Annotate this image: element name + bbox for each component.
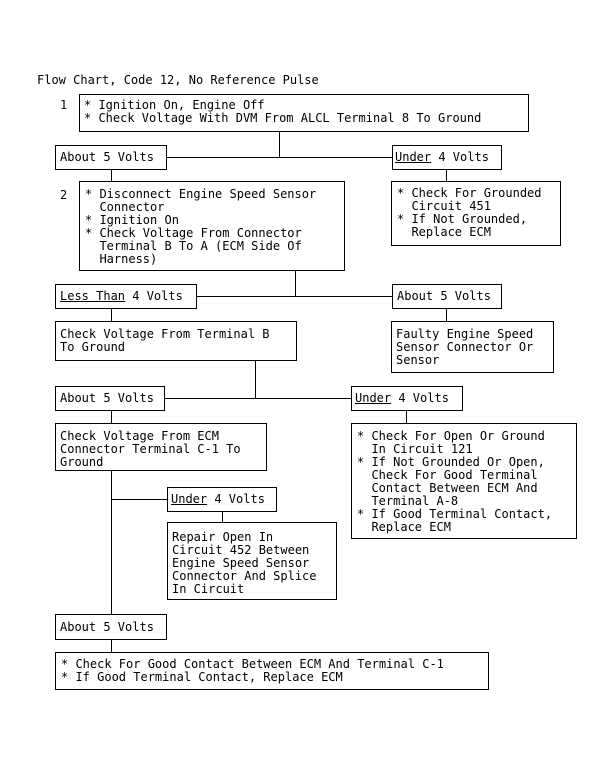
text-line: Faulty Engine Speed: [396, 327, 534, 341]
text-line: * Check For Grounded: [397, 186, 542, 200]
connector: [295, 271, 296, 296]
step1-under-result-box: * Check For Grounded Circuit 451* If Not…: [391, 181, 561, 246]
branch-label: Less Than 4 Volts: [60, 290, 183, 303]
connector: [111, 640, 112, 652]
underlined-word: Under: [395, 150, 432, 164]
step3-about-5-volts-box: About 5 Volts: [55, 386, 165, 411]
chart-title: Flow Chart, Code 12, No Reference Pulse: [37, 73, 319, 87]
branch-label: Under 4 Volts: [355, 392, 449, 405]
text-line: * If Good Terminal Contact, Replace ECM: [61, 670, 343, 684]
branch-label-rest: 4 Volts: [431, 150, 489, 164]
connector: [222, 512, 223, 522]
branch-label: About 5 Volts: [60, 150, 154, 164]
text-line: * If Good Terminal Contact,: [357, 507, 553, 521]
step2-about-5-volts-box: About 5 Volts: [392, 284, 502, 309]
text-line: * Disconnect Engine Speed Sensor: [85, 187, 317, 201]
connector: [279, 132, 280, 157]
text-line: Contact Between ECM And: [357, 481, 538, 495]
connector: [111, 309, 112, 321]
text-line: * Check Voltage From Connector: [85, 226, 302, 240]
step4-about-5-volts-box: About 5 Volts: [55, 614, 167, 640]
connector: [406, 411, 407, 423]
text-line: Repair Open In: [172, 530, 274, 544]
step4-under-4-volts-box: Under 4 Volts: [167, 487, 277, 512]
text-line: Circuit 451: [397, 199, 491, 213]
connector: [197, 296, 392, 297]
text-line: In Circuit 121: [357, 442, 473, 456]
text-line: Ground: [60, 455, 104, 469]
connector: [446, 309, 447, 321]
step-number: 1: [60, 98, 68, 112]
connector: [111, 499, 167, 500]
step-number: 2: [60, 188, 68, 202]
step1-under-4-volts-box: Under 4 Volts: [392, 145, 502, 170]
branch-label: About 5 Volts: [397, 289, 491, 303]
text-line: * Ignition On, Engine Off: [84, 98, 265, 112]
text-line: * Check For Good Contact Between ECM And…: [61, 657, 444, 671]
connector: [165, 398, 351, 399]
final-result-box: * Check For Good Contact Between ECM And…: [55, 652, 489, 690]
branch-label-rest: 4 Volts: [391, 391, 449, 405]
connector: [111, 411, 112, 423]
connector: [167, 157, 392, 158]
branch-label: About 5 Volts: [60, 620, 154, 634]
step1-text: * Ignition On, Engine Off* Check Voltage…: [84, 99, 481, 125]
text-line: Sensor Connector Or: [396, 340, 534, 354]
result-text: * Check For Grounded Circuit 451* If Not…: [397, 187, 542, 239]
text-line: * Check For Open Or Ground: [357, 429, 545, 443]
text-line: Check Voltage From ECM: [60, 429, 219, 443]
branch-label: Under 4 Volts: [171, 493, 265, 506]
connector: [111, 170, 112, 181]
text-line: Connector And Splice: [172, 569, 317, 583]
text-line: Sensor: [396, 353, 440, 367]
text-line: To Ground: [60, 340, 126, 354]
step1-about-5-volts-box: About 5 Volts: [55, 145, 167, 170]
text-line: Harness): [85, 252, 158, 266]
text-line: Circuit 452 Between: [172, 543, 310, 557]
step3-under-4-volts-box: Under 4 Volts: [351, 386, 463, 411]
branch-label-rest: 4 Volts: [207, 492, 265, 506]
text-line: * Check Voltage With DVM From ALCL Termi…: [84, 111, 482, 125]
text-line: * Ignition On: [85, 213, 179, 227]
result-text: * Check For Good Contact Between ECM And…: [61, 658, 444, 684]
text-line: Check Voltage From Terminal B: [60, 327, 270, 341]
text-line: * If Not Grounded Or Open,: [357, 455, 545, 469]
text-line: Replace ECM: [357, 520, 451, 534]
result-text: * Check For Open Or Ground In Circuit 12…: [357, 430, 552, 534]
text-line: Terminal B To A (ECM Side Of: [85, 239, 302, 253]
step1-box: * Ignition On, Engine Off* Check Voltage…: [79, 94, 529, 132]
step2-box: * Disconnect Engine Speed Sensor Connect…: [79, 181, 345, 271]
step2-less-than-4-volts-box: Less Than 4 Volts: [55, 284, 197, 309]
underlined-word: Under: [355, 391, 392, 405]
branch-label: Under 4 Volts: [395, 151, 489, 164]
text-line: Check For Good Terminal: [357, 468, 538, 482]
underlined-word: Less Than: [60, 289, 126, 303]
connector: [255, 361, 256, 398]
text-line: Connector: [85, 200, 165, 214]
text-line: * If Not Grounded,: [397, 212, 528, 226]
underlined-word: Under: [171, 492, 208, 506]
text-line: In Circuit: [172, 582, 245, 596]
step3-right-result-box: * Check For Open Or Ground In Circuit 12…: [351, 423, 577, 539]
step2-text: * Disconnect Engine Speed Sensor Connect…: [85, 188, 316, 266]
branch-label: About 5 Volts: [60, 391, 154, 405]
text-line: Replace ECM: [397, 225, 491, 239]
text-line: Terminal A-8: [357, 494, 459, 508]
connector: [446, 170, 447, 181]
connector: [111, 471, 112, 614]
text-line: Connector Terminal C-1 To: [60, 442, 241, 456]
text-line: Engine Speed Sensor: [172, 556, 310, 570]
branch-label-rest: 4 Volts: [125, 289, 183, 303]
